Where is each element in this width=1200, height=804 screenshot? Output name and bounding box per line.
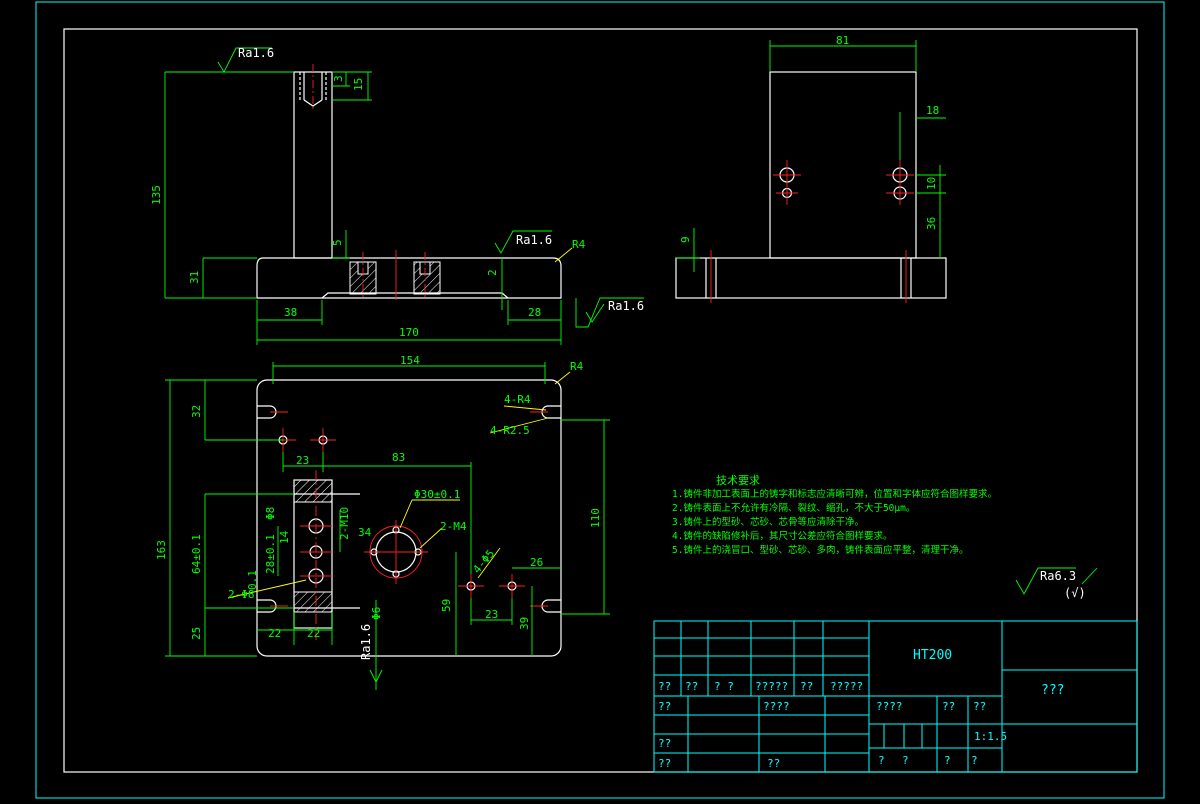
tech-item-2: 2.铸件表面上不允许有冷隔、裂纹、缩孔，不大于50μm。 (672, 502, 915, 514)
tb-cell-r1c3: ? ? (714, 680, 734, 693)
roughness-symbol-2 (494, 230, 552, 254)
drawing-name: ??? (1041, 683, 1064, 698)
side-view: 81 18 10 36 9 (675, 34, 947, 303)
tb-cell-r1c2: ?? (685, 680, 698, 693)
dim-2-m4: 2-M4 (440, 520, 467, 533)
dim-22-right: 22 (307, 627, 320, 640)
dim-39: 39 (518, 617, 531, 630)
scale-label: 1:1.5 (974, 730, 1007, 743)
dim-4-phi5: 4-Φ5 (470, 547, 497, 576)
tech-item-5: 5.铸件上的浇冒口、型砂、芯砂、多肉，铸件表面应平整，清理干净。 (672, 544, 968, 556)
dim-9: 9 (679, 236, 692, 243)
dim-163: 163 (155, 540, 168, 560)
dim-81: 81 (836, 34, 849, 47)
tb-cell-r4c2: ?? (767, 757, 780, 770)
dim-10: 10 (925, 177, 938, 190)
tb-cell-r1c5: ?? (800, 680, 813, 693)
front-view: 135 31 3 15 5 2 38 28 170 R4 Ra1.6 Ra1.6 (150, 46, 644, 345)
dim-4-r4: 4-R4 (504, 393, 531, 406)
dim-110: 110 (589, 508, 602, 528)
dim-28: 28±0.1 (264, 534, 277, 574)
tb-cell-r4c6: ? (971, 754, 978, 767)
tech-title: 技术要求 (716, 474, 760, 487)
tb-cell-r4c1: ?? (658, 757, 671, 770)
plan-base-outline (256, 379, 562, 657)
dim-26: 26 (530, 556, 543, 569)
dim-18: 18 (926, 104, 939, 117)
roughness-general: Ra6.3 (1040, 569, 1076, 583)
dim-59: 59 (440, 599, 453, 612)
dim-28: 28 (528, 306, 541, 319)
dim-3: 3 (332, 75, 345, 82)
general-roughness: Ra6.3 (√) (1015, 567, 1098, 600)
side-column (769, 71, 917, 259)
front-r4: R4 (572, 238, 586, 251)
dim-154: 154 (400, 354, 420, 367)
tb-cell-r2c3: ???? (876, 700, 903, 713)
section-right (413, 261, 441, 295)
tb-cell-r4c5: ? (944, 754, 951, 767)
dim-34: 34 (358, 526, 372, 539)
dim-83: 83 (392, 451, 405, 464)
tech-item-4: 4.铸件的缺陷修补后，其尺寸公差应符合图样要求。 (672, 530, 892, 542)
dim-phi8: Φ8 (264, 507, 277, 520)
tb-cell-r1c6: ????? (830, 680, 863, 693)
dim-4-r2-5: 4-R2.5 (490, 424, 530, 437)
roughness-right-edge: Ra1.6 (608, 299, 644, 313)
tb-cell-r4c4: ? (902, 754, 909, 767)
dim-38: 38 (284, 306, 297, 319)
roughness-symbol-4 (369, 669, 383, 684)
side-base (675, 257, 947, 299)
dim-2-phi8: 2-Φ8 (228, 588, 255, 601)
dim-15: 15 (352, 78, 365, 91)
plan-r4: R4 (570, 360, 584, 373)
tb-cell-r2c2: ???? (763, 700, 790, 713)
tb-cell-r3c1: ?? (658, 737, 671, 750)
plan-view: 154 R4 4-R4 4-R2.5 163 32 23 83 64±0.1 2… (155, 354, 610, 690)
roughness-top-left: Ra1.6 (238, 46, 274, 60)
dim-31: 31 (188, 271, 201, 284)
dim-23-bottom: 23 (485, 608, 498, 621)
dim-32: 32 (190, 405, 203, 418)
roughness-plan-bottom: Ra1.6 (359, 624, 373, 660)
dim-22-left: 22 (268, 627, 281, 640)
tb-cell-r4c3: ? (878, 754, 885, 767)
dim-23-top: 23 (296, 454, 309, 467)
dim-170: 170 (399, 326, 419, 339)
tb-cell-r2c5: ?? (973, 700, 986, 713)
dim-5: 5 (331, 239, 344, 246)
outer-border (35, 1, 1165, 799)
tech-item-1: 1.铸件非加工表面上的铸字和标志应清晰可辨，位置和字体应符合图样要求。 (672, 488, 997, 500)
inner-border (63, 28, 1138, 773)
dim-2-m10: 2-M10 (338, 507, 351, 540)
tb-cell-r2c4: ?? (942, 700, 955, 713)
dim-64: 64±0.1 (190, 534, 203, 574)
dim-2: 2 (486, 269, 499, 276)
tb-cell-r2c1: ?? (658, 700, 671, 713)
technical-requirements: 技术要求 1.铸件非加工表面上的铸字和标志应清晰可辨，位置和字体应符合图样要求。… (672, 474, 997, 556)
roughness-general-suffix: (√) (1064, 586, 1086, 600)
tb-cell-r1c1: ?? (658, 680, 671, 693)
dim-phi30: Φ30±0.1 (414, 488, 460, 501)
dim-36: 36 (925, 217, 938, 230)
roughness-symbol-3 (585, 303, 605, 323)
dim-0-1: 0.1 (246, 570, 259, 590)
dim-14: 14 (278, 530, 291, 544)
roughness-symbol-1 (217, 47, 272, 73)
dim-25: 25 (190, 627, 203, 640)
dim-135: 135 (150, 185, 163, 205)
material-label: HT200 (913, 648, 952, 663)
dim-phi6: Φ6 (370, 607, 383, 620)
tb-cell-r1c4: ????? (755, 680, 788, 693)
roughness-top-middle: Ra1.6 (516, 233, 552, 247)
front-base (256, 257, 562, 299)
tech-item-3: 3.铸件上的型砂、芯砂、芯骨等应清除干净。 (672, 516, 864, 528)
title-block: HT200 ??? 1:1.5 ?? ?? ? ? ????? ?? ?????… (653, 620, 1138, 773)
